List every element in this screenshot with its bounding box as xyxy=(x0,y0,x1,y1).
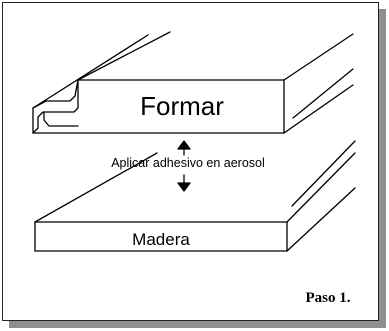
instruction-label: Aplicar adhesivo en aerosol xyxy=(111,156,265,170)
foam-top-back-edge-step xyxy=(77,31,171,81)
foam-step-inner xyxy=(43,111,79,127)
foam-top-back-edge-left xyxy=(32,34,149,109)
foam-label: Formar xyxy=(140,91,224,121)
wood-back-edge-right xyxy=(286,152,356,223)
arrow-down-icon xyxy=(177,174,191,192)
foam-right-face-mid xyxy=(292,68,354,119)
wood-block xyxy=(34,140,356,252)
foam-step-profile xyxy=(32,79,79,134)
wood-back-edge-far xyxy=(291,140,356,207)
wood-back-edge-left xyxy=(34,152,158,223)
foam-block xyxy=(32,31,354,134)
wood-right-bottom-edge xyxy=(286,187,356,252)
wood-label: Madera xyxy=(132,230,190,249)
step-label: Paso 1. xyxy=(306,290,351,306)
arrow-up-icon xyxy=(177,140,191,156)
foam-top-back-edge-right xyxy=(283,33,354,81)
foam-right-face-edge xyxy=(283,84,354,134)
diagram-frame xyxy=(2,2,379,321)
